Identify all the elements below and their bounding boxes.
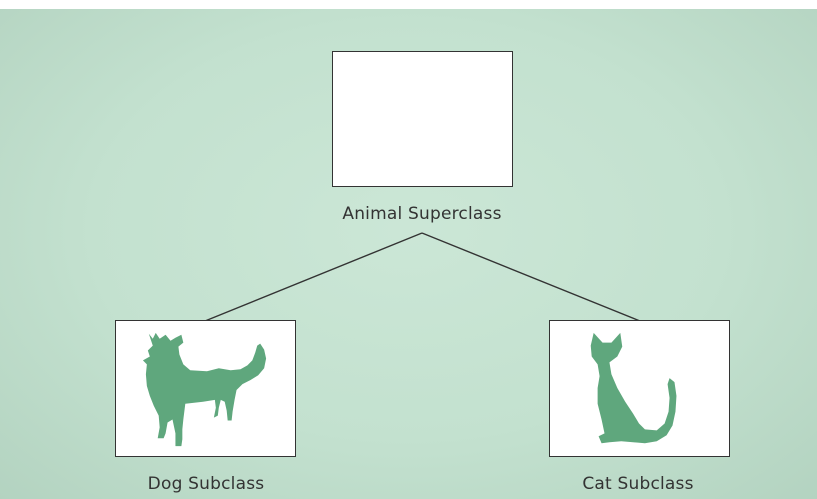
dog-subclass-label: Dog Subclass [147,474,265,494]
cat-subclass-box [549,320,730,457]
superclass-label: Animal Superclass [342,204,502,224]
connector-to-cat [421,232,641,322]
dog-subclass-box [115,320,296,457]
animal-superclass-box [332,51,513,187]
dog-silhouette-icon [142,332,267,447]
cat-silhouette-icon [590,332,677,444]
top-strip [0,0,817,9]
cat-subclass-label: Cat Subclass [582,474,694,494]
connector-to-dog [204,232,423,322]
